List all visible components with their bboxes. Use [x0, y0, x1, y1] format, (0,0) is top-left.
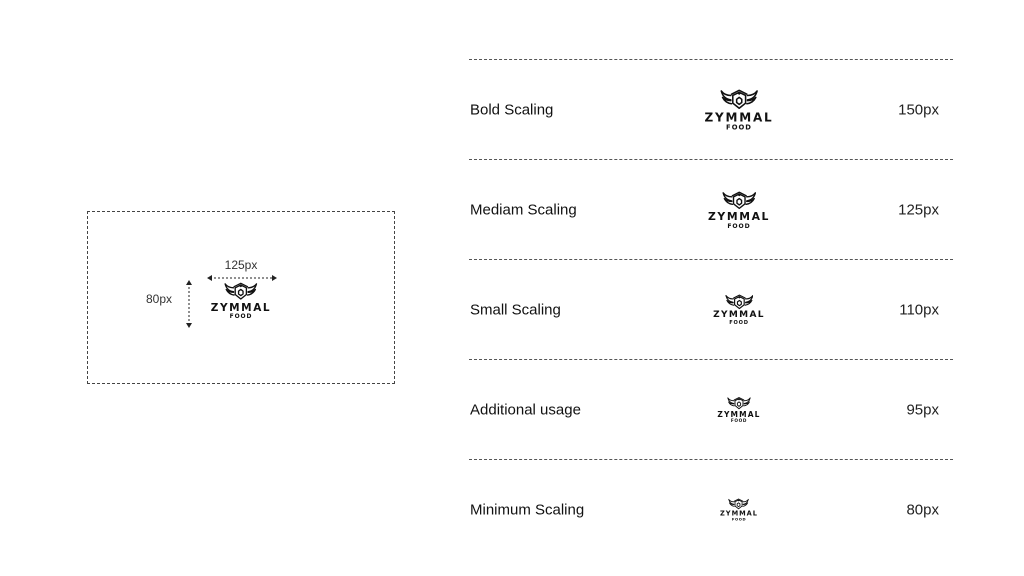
logo-wordmark: ZYMMAL: [717, 409, 761, 419]
winged-shield-emblem-icon: [724, 294, 754, 309]
width-dimension-arrow: [207, 275, 277, 281]
winged-shield-emblem-icon: [722, 191, 756, 209]
scaling-row-size: 150px: [898, 101, 939, 118]
logo-subtitle: FOOD: [229, 313, 253, 321]
scaling-row-label: Bold Scaling: [470, 101, 554, 118]
logo-subtitle: FOOD: [726, 123, 752, 132]
winged-shield-emblem-icon: [720, 89, 758, 109]
scaling-row-label: Small Scaling: [470, 301, 561, 318]
scaling-row-size: 95px: [906, 401, 939, 418]
logo-subtitle: FOOD: [729, 320, 749, 327]
logo-wordmark: ZYMMAL: [720, 509, 758, 518]
row-divider: [469, 359, 953, 360]
scaling-row-label: Mediam Scaling: [470, 201, 577, 218]
logo-subtitle: FOOD: [731, 517, 747, 522]
winged-shield-emblem-icon: [224, 282, 258, 300]
logo-wordmark: ZYMMAL: [713, 310, 765, 321]
row-divider: [469, 259, 953, 260]
height-dimension-arrow: [186, 280, 192, 328]
row-divider: [469, 459, 953, 460]
row-divider: [469, 59, 953, 60]
logo-sizing-demo-frame: [87, 211, 395, 384]
width-dimension-label: 125px: [224, 258, 258, 272]
logo-wordmark: ZYMMAL: [707, 209, 771, 223]
logo-subtitle: FOOD: [730, 418, 748, 424]
scaling-row-label: Minimum Scaling: [470, 501, 585, 518]
scaling-row-label: Additional usage: [470, 401, 581, 418]
logo-subtitle: FOOD: [727, 222, 751, 230]
logo-wordmark: ZYMMAL: [210, 301, 272, 314]
height-dimension-label: 80px: [146, 292, 173, 306]
scaling-row-size: 110px: [899, 301, 939, 318]
scaling-row-size: 125px: [898, 201, 939, 218]
winged-shield-emblem-icon: [727, 396, 751, 409]
logo-wordmark: ZYMMAL: [704, 110, 774, 125]
row-divider: [469, 159, 953, 160]
winged-shield-emblem-icon: [728, 498, 750, 509]
scaling-row-size: 80px: [906, 501, 939, 518]
